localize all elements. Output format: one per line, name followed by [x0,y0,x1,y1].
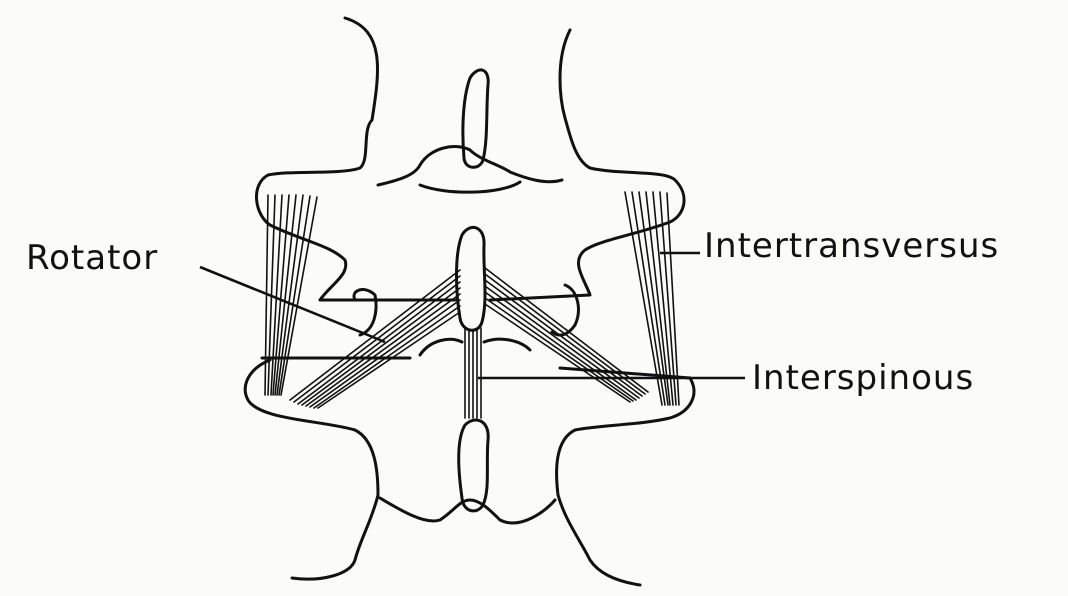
lower-lamina [378,496,557,525]
lower-vertebra-outline [243,358,696,587]
left-articular-process [352,288,378,337]
upper-vertebra-outline [254,16,686,302]
right-intertransversus-muscle [624,191,680,406]
rotator-label: Rotator [26,238,159,278]
upper-lamina [376,145,564,187]
upper-spinous-process [461,68,490,169]
central-lamina [418,337,532,357]
interspinous-label: Interspinous [752,358,975,398]
intertransversus-label: Intertransversus [704,226,1000,266]
rotator-leader-line [199,265,386,344]
upper-lamina-curve [418,180,522,194]
right-rotator-muscle [484,267,649,403]
interspinous-ligament [464,327,482,419]
middle-spinous-process [455,225,487,332]
lower-spinous-process [457,418,490,513]
left-intertransversus-muscle [264,194,318,396]
